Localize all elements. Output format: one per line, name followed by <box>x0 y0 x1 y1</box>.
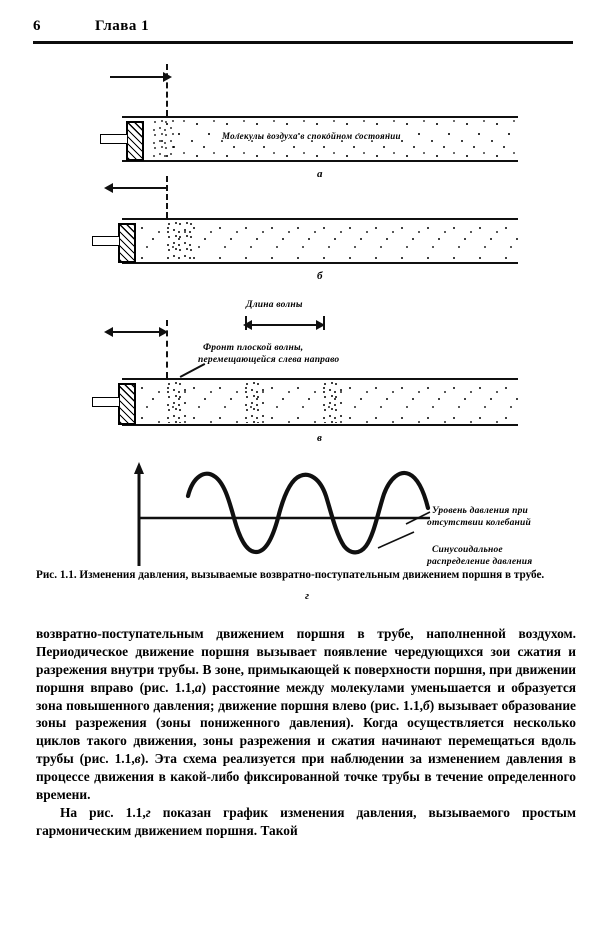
panel-c-arrow-head-left <box>104 327 113 337</box>
sine-curve <box>185 470 431 555</box>
piston <box>118 383 136 425</box>
tube-wall-bottom <box>122 424 518 426</box>
piston-rod <box>92 236 120 246</box>
wavelength-arrow-left <box>243 320 252 330</box>
p1-ref-b: б <box>423 697 430 713</box>
panel-letter-b: б <box>317 270 323 282</box>
tube-wall-top <box>122 116 518 118</box>
tube-wall-bottom <box>122 262 518 264</box>
piston-rod <box>100 134 128 144</box>
wavefront-label-line2: перемещающейся слева направо <box>198 355 340 365</box>
p1-ref-c: в <box>134 751 141 767</box>
p1-part-a: возвратно-поступательным движением поршн… <box>36 626 576 695</box>
wavelength-tick-right <box>323 316 325 330</box>
figure-caption: Рис. 1.1. Изменения давления, вызываемые… <box>36 569 545 581</box>
panel-a-tube: Молекулы воздуха в спокойном состоянии <box>100 116 518 162</box>
p1-part-b: ) расстояние между молекулами уменьшаетс… <box>36 679 577 713</box>
y-axis-arrow-head <box>134 462 144 474</box>
callout2-leader-line <box>377 531 415 549</box>
body-text: возвратно-поступательным движением поршн… <box>36 625 576 840</box>
panel-a-dashed-line <box>166 64 168 116</box>
panel-c-arrow-shaft <box>112 331 166 333</box>
p1-ref-a: а <box>194 679 202 695</box>
compression-band <box>152 119 174 159</box>
piston <box>126 121 144 161</box>
panel-letter-a: а <box>317 168 323 180</box>
p2-part-a: На рис. 1.1, <box>60 804 146 820</box>
p2-ref-d: г <box>145 804 151 820</box>
wavelength-arrow-right <box>316 320 325 330</box>
pressure-wave-chart <box>134 462 431 566</box>
piston-rod <box>92 397 120 407</box>
figure-1-1: Молекулы воздуха в спокойном состоянии а <box>0 48 600 602</box>
panel-b-tube <box>92 218 518 264</box>
sine-callout-line2: распределение давления <box>427 557 533 567</box>
tube-interior <box>122 119 518 159</box>
p1-part-d: ). Эта схема реализуется при наблюдении … <box>36 751 576 803</box>
paragraph-1: возвратно-поступательным движением поршн… <box>36 625 576 804</box>
wavelength-dim-line <box>247 324 323 326</box>
wavelength-label: Длина волны <box>246 300 303 310</box>
chapter-title: Глава 1 <box>95 18 150 34</box>
panel-c-dashed-line <box>166 320 168 378</box>
page-number: 6 <box>33 18 41 34</box>
tube-interior <box>122 381 518 423</box>
compression-band-2 <box>244 381 264 423</box>
p2-part-b: показан график изменения давления, вызыв… <box>36 804 576 838</box>
panel-letter-c: в <box>317 432 322 444</box>
panel-letter-d: г <box>305 590 310 602</box>
header-rule <box>33 41 573 44</box>
tube-wall-top <box>122 218 518 220</box>
panel-b-arrow-head <box>104 183 113 193</box>
panel-a-arrow-shaft <box>110 76 165 78</box>
page-header: 6 Глава 1 <box>0 18 600 44</box>
sine-callout-line1: Синусоидальное <box>432 545 503 555</box>
compression-band-3 <box>322 381 342 423</box>
panel-a-inner-label: Молекулы воздуха в спокойном состоянии <box>222 131 401 141</box>
paragraph-2: На рис. 1.1,г показан график изменения д… <box>36 804 576 840</box>
baseline-callout-line2: отсутствии колебаний <box>427 518 531 528</box>
wavefront-leader-line <box>179 362 206 378</box>
wavelength-tick-left <box>245 316 247 330</box>
tube-interior <box>122 221 518 261</box>
compression-band-1 <box>166 381 186 423</box>
panel-c-tube <box>92 378 518 426</box>
panel-b-arrow-shaft <box>112 187 167 189</box>
p1-part-c: ) вызывает образование зоны разрежения (… <box>36 697 577 767</box>
piston <box>118 223 136 263</box>
baseline-callout-line1: Уровень давления при <box>432 506 529 516</box>
panel-b-dashed-line <box>166 176 168 218</box>
wavefront-label-line1: Фронт плоской волны, <box>203 343 304 353</box>
panel-c-arrow-head-right <box>159 327 168 337</box>
tube-wall-top <box>122 378 518 380</box>
tube-wall-bottom <box>122 160 518 162</box>
compression-band <box>166 221 192 261</box>
gas-molecules <box>158 119 518 159</box>
callout1-leader-line <box>405 511 431 525</box>
gas-molecules <box>136 221 518 261</box>
